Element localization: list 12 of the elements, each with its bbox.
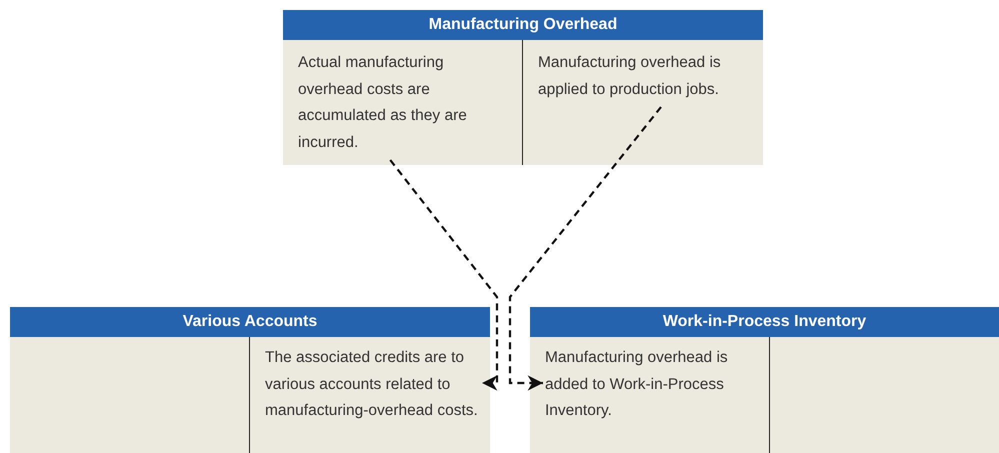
- t-account: [530, 307, 999, 453]
- t-account: [10, 307, 490, 453]
- entry-description: Manufacturing overhead is applied to production jobs.: [538, 50, 743, 103]
- entry-description: The associated credits are to various accounts related to manufacturing-overhead costs.: [265, 345, 480, 424]
- account-title: Manufacturing Overhead: [283, 10, 763, 40]
- account-title: Various Accounts: [10, 307, 490, 337]
- entry-description: Actual manufacturing overhead costs are accumulated as they are incurred.: [298, 50, 503, 156]
- t-account: [283, 10, 763, 165]
- dashed-arrow: [508, 106, 662, 391]
- dashed-arrow: [389, 159, 498, 391]
- entry-description: Manufacturing overhead is added to Work-in-Process Inventory.: [545, 345, 755, 424]
- account-title: Work-in-Process Inventory: [530, 307, 999, 337]
